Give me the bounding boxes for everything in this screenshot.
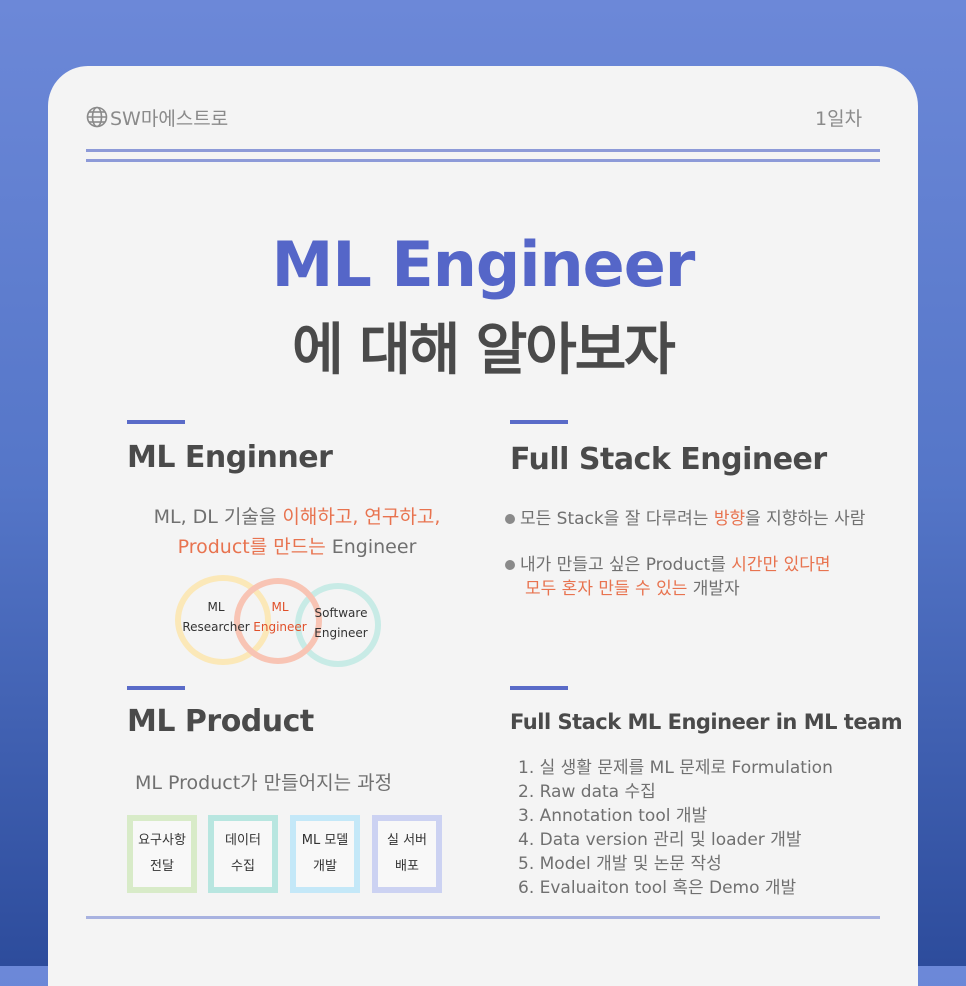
- divider: [86, 159, 880, 162]
- list-item: 4. Data version 관리 및 loader 개발: [518, 830, 802, 850]
- page-subtitle: 에 대해 알아보자: [292, 318, 676, 383]
- list-item: 5. Model 개발 및 논문 작성: [518, 854, 722, 874]
- list-item: 6. Evaluaiton tool 혹은 Demo 개발: [518, 878, 797, 898]
- list-item: 1. 실 생활 문제를 ML 문제로 Formulation: [518, 758, 833, 778]
- globe-icon: [86, 106, 108, 128]
- desc-highlight: Product를 만드는: [177, 536, 326, 558]
- desc-text: ML, DL 기술을: [153, 506, 283, 528]
- list-item: 3. Annotation tool 개발: [518, 806, 708, 826]
- section-bar: [127, 686, 185, 690]
- section-bar: [127, 420, 185, 424]
- ml-engineer-heading: ML Enginner: [127, 440, 333, 475]
- section-bar: [510, 420, 568, 424]
- bullet-1: 모든 Stack을 잘 다루려는 방향을 지향하는 사람: [505, 504, 865, 529]
- ml-product-heading: ML Product: [127, 704, 314, 739]
- team-list: 1. 실 생활 문제를 ML 문제로 Formulation 2. Raw da…: [518, 756, 833, 900]
- venn-circle-engineer: [234, 578, 322, 664]
- bullet-icon: [505, 560, 515, 570]
- ml-engineer-desc: ML, DL 기술을 이해하고, 연구하고, Product를 만드는 Engi…: [127, 502, 467, 562]
- divider: [86, 149, 880, 152]
- team-heading: Full Stack ML Engineer in ML team: [510, 710, 903, 734]
- desc-text: Engineer: [325, 536, 417, 558]
- bullet-icon: [505, 514, 515, 524]
- desc-highlight: 이해하고, 연구하고,: [282, 506, 441, 528]
- ml-product-subtitle: ML Product가 만들어지는 과정: [135, 772, 393, 794]
- day-label: 1일차: [815, 108, 863, 130]
- bottom-divider: [86, 916, 880, 919]
- list-item: 2. Raw data 수집: [518, 782, 656, 802]
- page-title: ML Engineer: [271, 228, 696, 301]
- full-stack-heading: Full Stack Engineer: [510, 442, 827, 477]
- section-bar: [510, 686, 568, 690]
- brand-name: SW마에스트로: [110, 108, 229, 130]
